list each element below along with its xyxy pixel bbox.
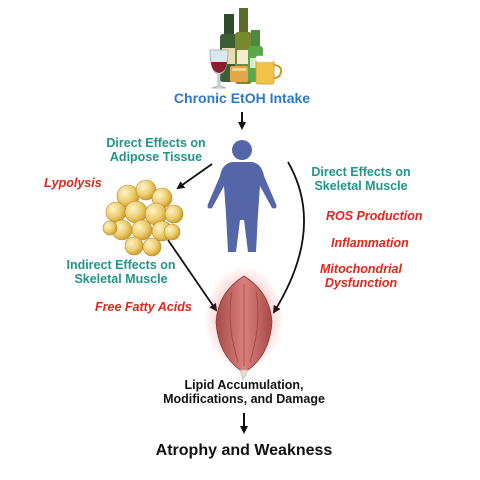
indirect-muscle-line1: Indirect Effects on [66, 258, 176, 272]
direct-muscle-label: Direct Effects on Skeletal Muscle [296, 165, 426, 194]
direct-muscle-line2: Skeletal Muscle [314, 179, 408, 194]
human-body-icon [207, 140, 277, 252]
lipid-label: Lipid Accumulation, Modifications, and D… [140, 378, 348, 407]
indirect-muscle-line2: Skeletal Muscle [74, 272, 168, 287]
title-label: Chronic EtOH Intake [173, 90, 311, 106]
direct-adipose-line1: Direct Effects on [106, 136, 206, 150]
arrow-body-to-adipose [176, 163, 213, 190]
direct-muscle-line1: Direct Effects on [311, 165, 411, 179]
direct-adipose-line2: Adipose Tissue [109, 150, 203, 165]
indirect-muscle-label: Indirect Effects on Skeletal Muscle [56, 258, 186, 287]
adipose-tissue-icon [102, 179, 184, 257]
arrow-body-to-muscle [272, 161, 305, 314]
lipid-line1: Lipid Accumulation, [184, 378, 304, 392]
alcohol-bottles-icon [209, 8, 283, 89]
mito-label: Mitochondrial Dysfunction [314, 262, 408, 291]
ros-label: ROS Production [326, 209, 423, 223]
mito-line2: Dysfunction [324, 276, 398, 291]
ffa-label: Free Fatty Acids [95, 300, 192, 314]
mito-line1: Mitochondrial [320, 262, 402, 276]
skeletal-muscle-icon [204, 266, 284, 381]
lipid-line2: Modifications, and Damage [163, 392, 325, 407]
outcome-label: Atrophy and Weakness [155, 442, 333, 459]
inflammation-label: Inflammation [331, 236, 409, 250]
lypolysis-label: Lypolysis [44, 176, 102, 190]
direct-adipose-label: Direct Effects on Adipose Tissue [94, 136, 218, 165]
